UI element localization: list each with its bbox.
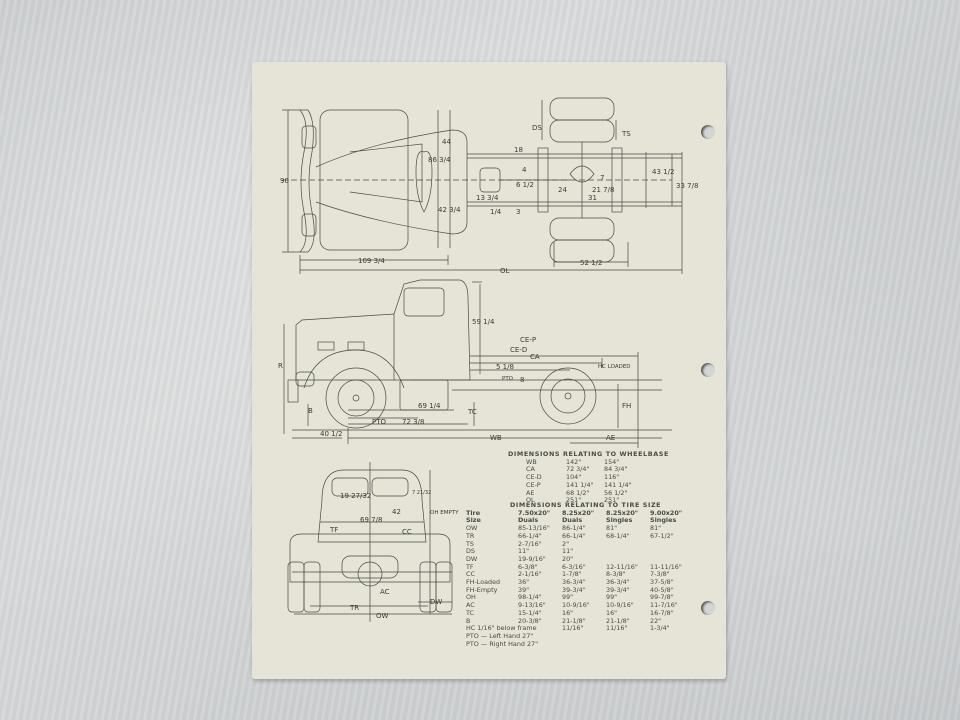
dim-b: B xyxy=(308,407,313,415)
binder-hole-top xyxy=(701,125,715,139)
dim-tc: TC xyxy=(467,408,477,416)
pto-note-left: PTO — Left Hand 27" xyxy=(466,631,534,640)
dim-rear-track: 52 1/2 xyxy=(580,259,602,267)
dim-42: 42 3/4 xyxy=(438,206,461,214)
dim-5: 5 1/8 xyxy=(496,363,514,371)
dim-21: 21 7/8 xyxy=(592,186,614,194)
dim-fh: FH xyxy=(622,402,631,410)
tire-table-title: DIMENSIONS RELATING TO TIRE SIZE xyxy=(510,501,662,509)
dim-overall-width: 90 xyxy=(280,177,289,185)
dim-13: 13 3/4 xyxy=(476,194,499,202)
dim-8: 8 xyxy=(520,376,524,384)
dim-front-bumper: 40 1/2 xyxy=(320,430,342,438)
dim-69: 69 1/4 xyxy=(418,402,441,410)
dim-31: 31 xyxy=(588,194,597,202)
dim-44: 44 xyxy=(442,138,451,146)
dim-69-rear: 69 7/8 xyxy=(360,516,382,524)
dim-frame-width: 43 1/2 xyxy=(652,168,674,176)
dim-ds: DS xyxy=(532,124,542,132)
dim-ac: AC xyxy=(380,588,390,596)
wheelbase-table-title: DIMENSIONS RELATING TO WHEELBASE xyxy=(508,450,669,458)
dim-72: 72 3/8 xyxy=(402,418,424,426)
dim-7: 7 xyxy=(600,174,604,182)
dim-ae: AE xyxy=(606,434,615,442)
chassis-drawings xyxy=(282,97,683,622)
dim-oh-empty: OH EMPTY xyxy=(430,510,459,516)
pto-note-right: PTO — Right Hand 27" xyxy=(466,639,539,648)
dim-dw: DW xyxy=(430,598,442,606)
dim-6: 6 1/2 xyxy=(516,181,534,189)
dim-quarter: 1/4 xyxy=(490,208,502,216)
dim-outer-frame: 33 7/8 xyxy=(676,182,698,190)
spec-sheet: 90 44 86 3/4 42 3/4 109 3/4 OL 18 4 6 1/… xyxy=(252,62,726,679)
dim-3: 3 xyxy=(516,208,520,216)
dim-42-rear: 42 xyxy=(392,508,401,516)
dim-18: 18 xyxy=(514,146,523,154)
dim-front-overhang: 109 3/4 xyxy=(358,257,385,265)
dim-cc: CC xyxy=(402,528,412,536)
dim-wb: WB xyxy=(490,434,502,442)
rear-view-drawing xyxy=(287,462,453,622)
dim-cab-height: 59 1/4 xyxy=(472,318,495,326)
dim-window-height: 7 21/32 xyxy=(412,490,431,496)
dim-4: 4 xyxy=(522,166,527,174)
binder-hole-middle xyxy=(701,363,715,377)
binder-hole-bottom xyxy=(701,601,715,615)
dim-ce-p: CE-P xyxy=(520,336,536,344)
dim-pto: PTO xyxy=(372,418,386,426)
dim-hc-loaded: HC LOADED xyxy=(598,364,631,370)
dim-tf: TF xyxy=(329,526,338,534)
dim-ca: CA xyxy=(530,353,540,361)
dim-r: R xyxy=(278,362,283,370)
dim-ce-d: CE-D xyxy=(510,346,527,354)
dim-pto-small: PTO xyxy=(502,376,514,382)
dim-ow: OW xyxy=(376,612,389,620)
dim-86: 86 3/4 xyxy=(428,156,451,164)
top-view-drawing xyxy=(282,97,683,274)
dim-24: 24 xyxy=(558,186,567,194)
dim-ts: TS xyxy=(621,130,631,138)
dim-tr: TR xyxy=(349,604,359,612)
dim-overall-length: OL xyxy=(500,267,510,275)
side-view-drawing xyxy=(283,279,672,448)
dim-window-width: 19 27/32 xyxy=(340,492,371,500)
dimension-labels: 90 44 86 3/4 42 3/4 109 3/4 OL 18 4 6 1/… xyxy=(278,124,698,620)
